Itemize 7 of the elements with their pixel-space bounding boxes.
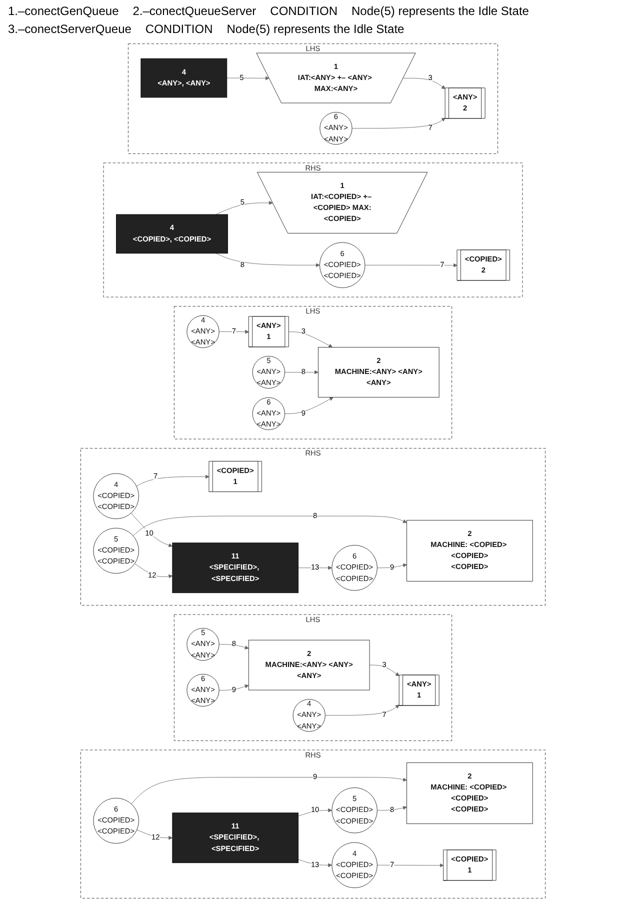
- note-text: Node(5) represents the Idle State: [226, 22, 404, 36]
- note-text: 1.–conectGenQueue: [8, 4, 119, 18]
- note-text: Node(5) represents the Idle State: [352, 4, 529, 18]
- note-text: CONDITION: [270, 4, 338, 18]
- note-text: CONDITION: [145, 22, 213, 36]
- note-text: 3.–conectServerQueue: [8, 22, 132, 36]
- note-text: 2.–conectQueueServer: [132, 4, 256, 18]
